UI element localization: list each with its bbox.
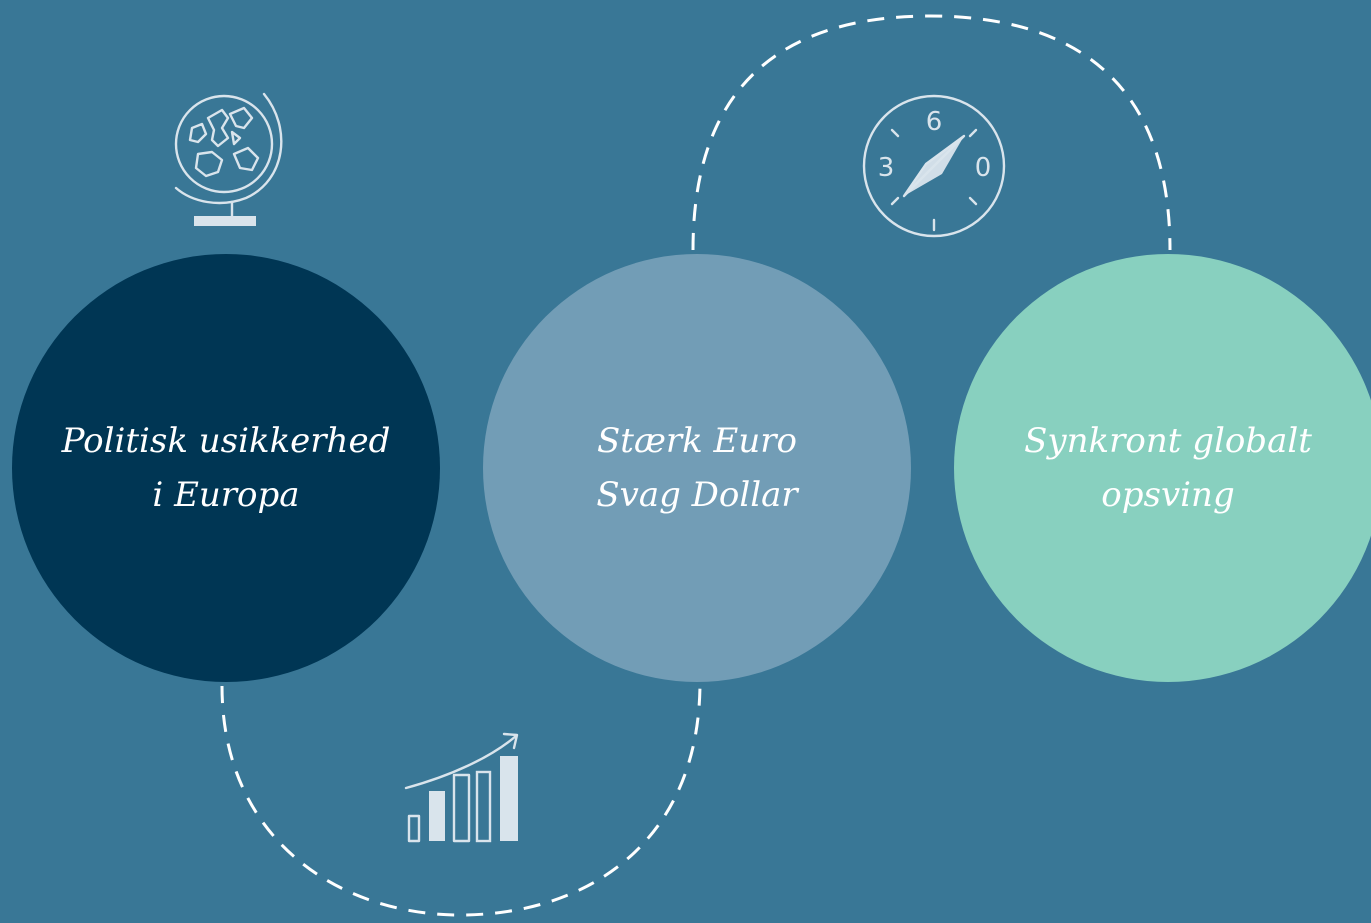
circle-global-upswing: Synkront globalt opsving — [954, 254, 1371, 682]
growth-chart-icon — [404, 732, 519, 843]
circle-label: Synkront globalt opsving — [1024, 421, 1312, 515]
globe-icon — [174, 92, 283, 226]
compass-icon: 6 3 0 — [862, 94, 1006, 238]
compass-number-left: 3 — [878, 153, 895, 183]
top-dashed-arc — [691, 14, 1172, 251]
circle-label: Stærk Euro Svag Dollar — [596, 421, 798, 515]
circle-label: Politisk usikkerhed i Europa — [61, 421, 391, 515]
circle-political-uncertainty: Politisk usikkerhed i Europa — [12, 254, 440, 682]
compass-number-right: 0 — [975, 153, 992, 183]
bottom-dashed-arc — [220, 681, 702, 917]
circle-strong-euro: Stærk Euro Svag Dollar — [483, 254, 911, 682]
compass-number-top: 6 — [926, 107, 943, 137]
